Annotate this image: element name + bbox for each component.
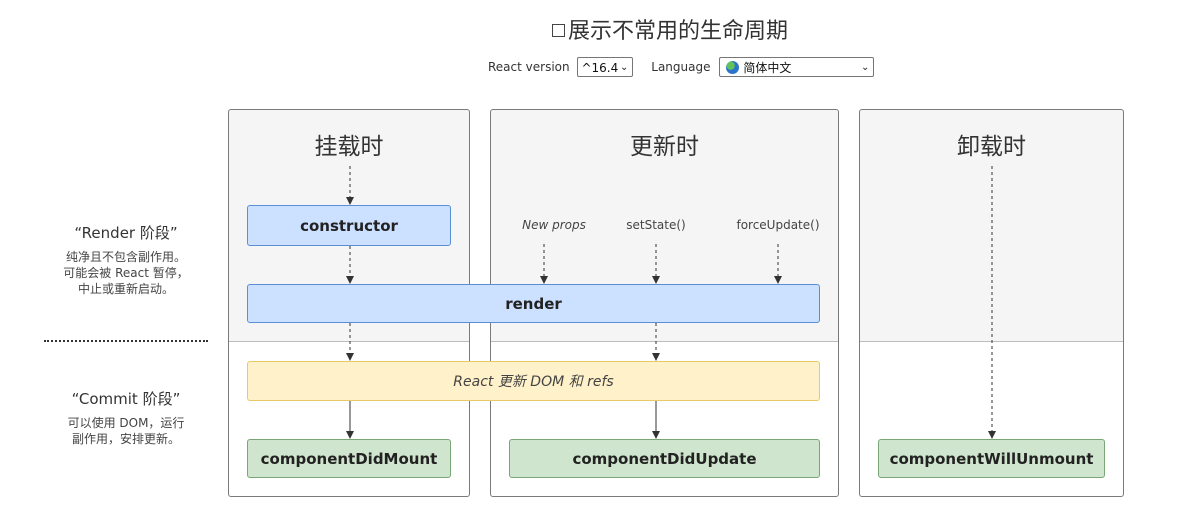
phase-boundary bbox=[491, 341, 838, 342]
language-value: 简体中文 bbox=[743, 61, 792, 75]
unchecked-checkbox-icon[interactable] bbox=[551, 23, 565, 37]
globe-icon bbox=[726, 61, 740, 74]
commit-phase-label: “Commit 阶段” 可以使用 DOM，运行 副作用，安排更新。 bbox=[40, 388, 212, 447]
version-label: React version bbox=[488, 60, 570, 74]
commit-phase-desc-line: 副作用，安排更新。 bbox=[71, 432, 180, 446]
show-uncommon-lifecycles-toggle[interactable]: 展示不常用的生命周期 bbox=[0, 13, 1197, 45]
page-title: 展示不常用的生命周期 bbox=[567, 19, 788, 44]
constructor-method[interactable]: constructor bbox=[247, 205, 451, 246]
force-update-trigger: forceUpdate() bbox=[736, 218, 820, 232]
unmounting-title: 卸载时 bbox=[957, 134, 1026, 160]
phase-boundary bbox=[860, 341, 1123, 342]
language-label: Language bbox=[651, 60, 711, 74]
render-phase-label: “Render 阶段” 纯净且不包含副作用。 可能会被 React 暂停， 中止… bbox=[40, 222, 212, 297]
render-phase-desc-line: 纯净且不包含副作用。 bbox=[65, 250, 186, 264]
phase-boundary bbox=[229, 341, 469, 342]
chevron-down-icon: ⌄ bbox=[620, 62, 629, 73]
render-phase-desc-line: 中止或重新启动。 bbox=[77, 282, 174, 296]
component-did-mount-method[interactable]: componentDidMount bbox=[247, 439, 451, 478]
commit-phase-desc-line: 可以使用 DOM，运行 bbox=[67, 416, 185, 430]
render-method[interactable]: render bbox=[247, 284, 820, 323]
render-phase-title: “Render 阶段” bbox=[74, 224, 178, 242]
settings-bar: React version ^16.4 ⌄ Language 简体中文 ⌄ bbox=[488, 57, 875, 77]
render-phase-description: 纯净且不包含副作用。 可能会被 React 暂停， 中止或重新启动。 bbox=[40, 249, 212, 297]
react-updates-dom-step: React 更新 DOM 和 refs bbox=[247, 361, 820, 401]
component-did-update-method[interactable]: componentDidUpdate bbox=[509, 439, 820, 478]
phase-divider bbox=[44, 340, 208, 342]
commit-phase-title: “Commit 阶段” bbox=[71, 390, 181, 408]
component-will-unmount-method[interactable]: componentWillUnmount bbox=[878, 439, 1105, 478]
updating-title: 更新时 bbox=[630, 134, 699, 160]
render-phase-desc-line: 可能会被 React 暂停， bbox=[63, 266, 189, 280]
chevron-down-icon: ⌄ bbox=[860, 62, 870, 73]
commit-phase-description: 可以使用 DOM，运行 副作用，安排更新。 bbox=[40, 415, 212, 447]
language-select[interactable]: 简体中文 ⌄ bbox=[719, 57, 875, 77]
mounting-title: 挂载时 bbox=[314, 134, 384, 160]
version-value: ^16.4 bbox=[581, 61, 619, 75]
set-state-trigger: setState() bbox=[626, 218, 686, 232]
new-props-trigger: New props bbox=[522, 218, 586, 232]
version-select[interactable]: ^16.4 ⌄ bbox=[577, 57, 634, 77]
